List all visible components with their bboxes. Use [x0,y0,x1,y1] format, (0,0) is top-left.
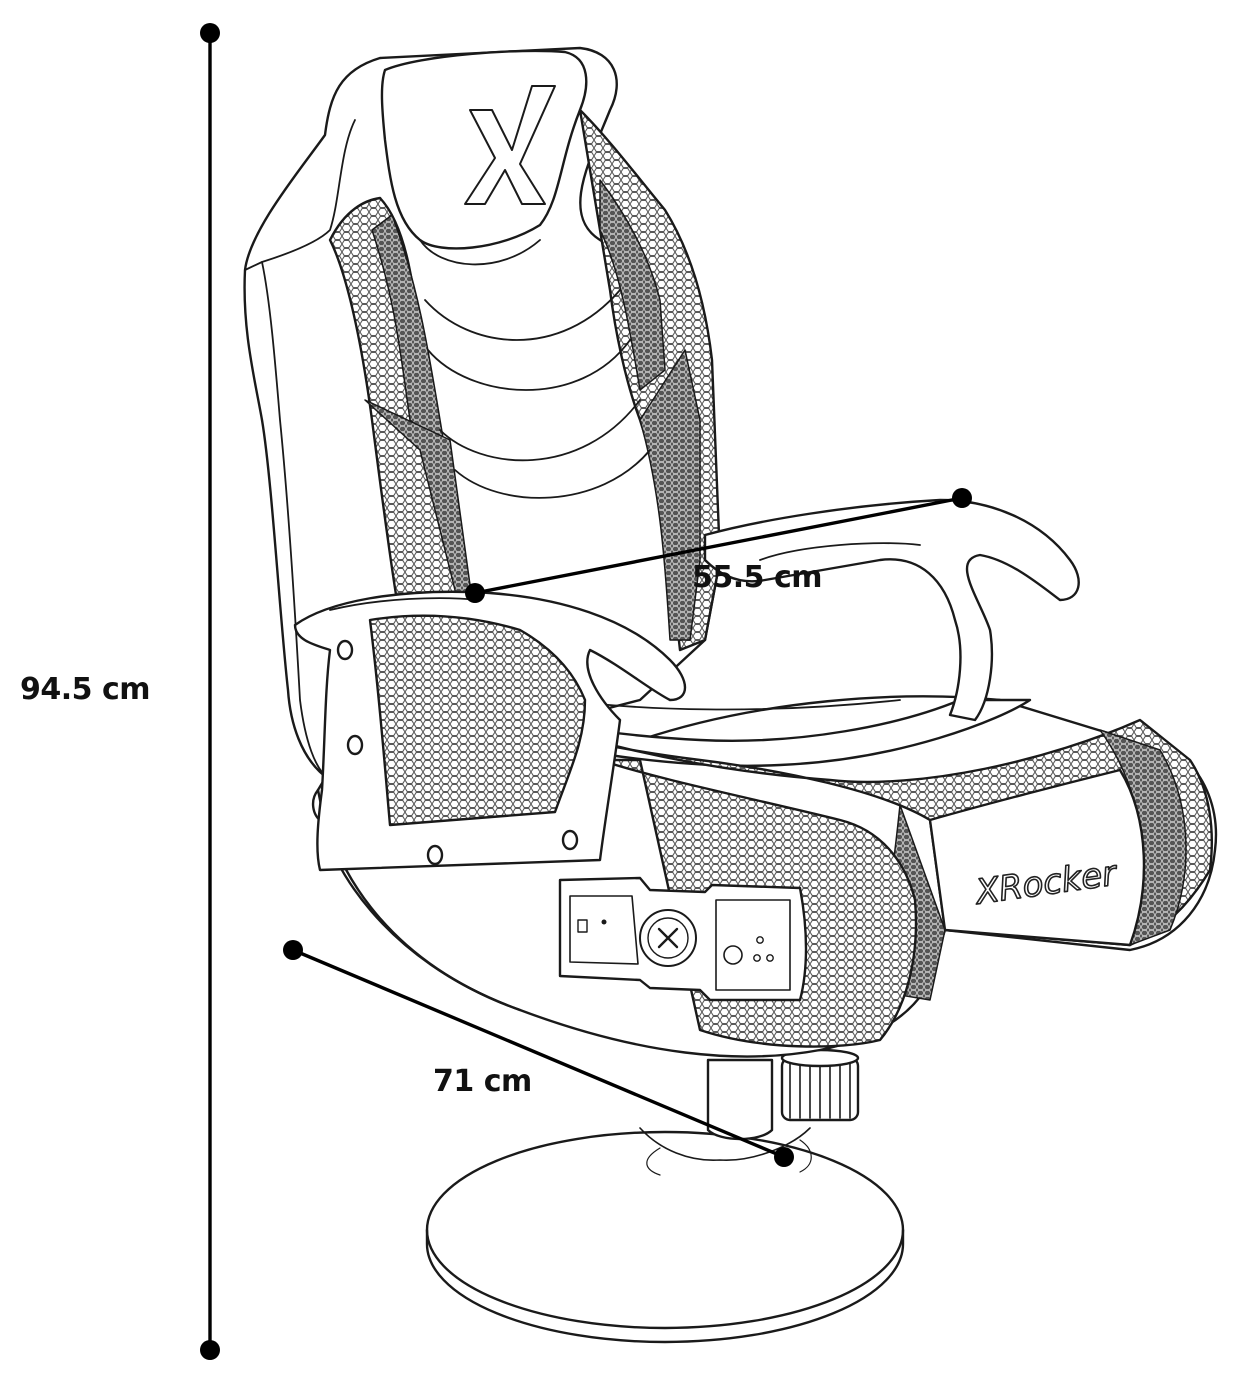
height-top-dot [200,23,220,43]
height-bottom-dot [200,1340,220,1360]
width-right-dot [952,488,972,508]
armrest-left [293,590,687,872]
depth-dimension-line [292,948,785,1159]
swivel-base [425,1127,905,1344]
depth-dimension-label: 71 cm [433,1064,532,1099]
width-left-dot [465,583,485,603]
width-dimension-label: 55.5 cm [692,560,823,595]
audio-control-panel [558,876,808,1002]
armrest-right [703,498,1080,722]
depth-end-dot [774,1147,794,1167]
pedestal [706,1048,860,1141]
backrest [243,46,722,782]
depth-start-dot [283,940,303,960]
headrest-x-logo-icon [464,85,556,205]
height-dimension-label: 94.5 cm [20,672,151,707]
width-dimension-line [474,496,963,595]
dimension-lines [200,23,972,1360]
volume-knob-icon [723,945,743,965]
